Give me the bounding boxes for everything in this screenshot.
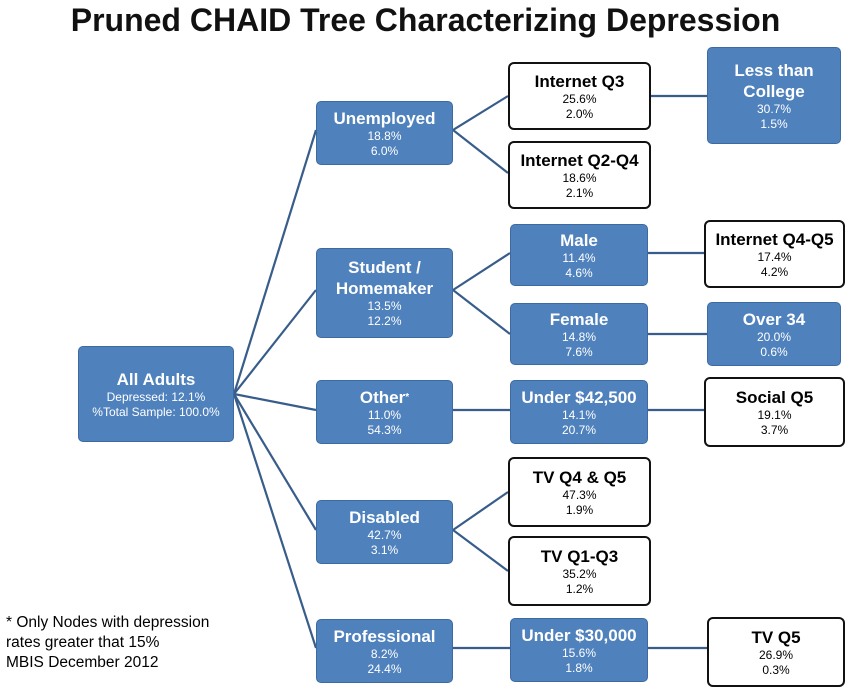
node-depressed-rate: Depressed: 12.1%: [106, 389, 206, 404]
node-disabled: Disabled 42.7% 3.1%: [316, 500, 453, 564]
node-label: All Adults: [116, 369, 196, 389]
node-professional: Professional 8.2% 24.4%: [316, 619, 453, 683]
node-label-line2: Homemaker: [335, 279, 434, 298]
node-sample-share: 4.2%: [760, 264, 789, 279]
node-under-30000: Under $30,000 15.6% 1.8%: [510, 618, 648, 682]
node-depressed-rate: 13.5%: [367, 299, 402, 313]
node-internet-q4-q5: Internet Q4-Q5 17.4% 4.2%: [704, 220, 845, 288]
edge-unemployed-iq3: [452, 95, 509, 131]
edge-root-unemployed: [232, 129, 318, 395]
node-label: Less than: [734, 60, 814, 80]
node-sample-share: 20.7%: [561, 422, 597, 437]
node-depressed-rate: 30.7%: [756, 101, 792, 116]
node-label: Internet Q4-Q5: [715, 229, 834, 249]
node-depressed-rate: 17.4%: [757, 249, 792, 264]
footnote-source: MBIS December 2012: [6, 654, 159, 671]
node-label: Social Q5: [735, 387, 814, 407]
edge-unemployed-iq24: [452, 129, 509, 174]
node-tv-q5: TV Q5 26.9% 0.3%: [707, 617, 845, 687]
node-male: Male 11.4% 4.6%: [510, 224, 648, 286]
edge-student-male: [452, 252, 511, 291]
node-sample-share: 6.0%: [370, 143, 399, 158]
node-sample-share: 54.3%: [367, 422, 402, 437]
node-over-34: Over 34 20.0% 0.6%: [707, 302, 841, 366]
edge-disabled-tv13: [452, 529, 509, 572]
node-sample-share: 4.6%: [565, 265, 593, 280]
footnote-line: * Only Nodes with depression: [6, 614, 210, 631]
node-tv-q1-q3: TV Q1-Q3 35.2% 1.2%: [508, 536, 651, 606]
edge-root-disabled: [233, 393, 317, 531]
node-depressed-rate: 15.6%: [561, 645, 597, 660]
node-label: TV Q4 & Q5: [532, 467, 627, 487]
node-sample-share: 1.8%: [565, 660, 593, 675]
footnote-marker: *: [405, 391, 410, 403]
node-label: TV Q1-Q3: [540, 546, 619, 566]
edge-student-female: [452, 289, 511, 335]
node-sample-share: 1.5%: [760, 116, 788, 131]
node-label: TV Q5: [751, 627, 801, 647]
footnote: * Only Nodes with depression rates great…: [6, 613, 256, 673]
node-depressed-rate: 35.2%: [562, 566, 597, 581]
edge-root-student: [233, 289, 317, 395]
node-depressed-rate: 26.9%: [758, 647, 794, 662]
node-label: Other: [359, 387, 406, 407]
node-label: Unemployed: [333, 108, 436, 128]
node-label: Under $42,500: [521, 387, 637, 407]
node-depressed-rate: 42.7%: [367, 527, 402, 542]
edge-disabled-tv45: [452, 491, 509, 531]
node-sample-share: 24.4%: [367, 661, 402, 676]
node-sample-share: 1.2%: [565, 581, 594, 596]
node-sample-share: 3.1%: [370, 542, 399, 557]
node-label: Student /: [348, 258, 421, 277]
node-social-q5: Social Q5 19.1% 3.7%: [704, 377, 845, 447]
node-depressed-rate: 11.0%: [367, 407, 402, 422]
node-under-42500: Under $42,500 14.1% 20.7%: [510, 380, 648, 444]
node-sample-share: 12.2%: [367, 314, 402, 328]
node-internet-q2-q4: Internet Q2-Q4 18.6% 2.1%: [508, 141, 651, 209]
node-sample-share: 0.3%: [762, 662, 790, 677]
node-internet-q3: Internet Q3 25.6% 2.0%: [508, 62, 651, 130]
node-label: Over 34: [742, 309, 806, 329]
node-sample-share: 0.6%: [760, 344, 788, 359]
node-other: Other* 11.0% 54.3%: [316, 380, 453, 444]
node-label: Professional: [333, 626, 436, 646]
node-depressed-rate: 18.6%: [562, 170, 597, 185]
edge-root-professional: [232, 393, 318, 649]
node-sample-share: 3.7%: [760, 422, 789, 437]
node-depressed-rate: 18.8%: [367, 128, 402, 143]
node-depressed-rate: 47.3%: [562, 487, 597, 502]
node-label: Internet Q2-Q4: [520, 150, 639, 170]
node-depressed-rate: 14.1%: [561, 407, 597, 422]
node-label: Internet Q3: [534, 71, 625, 91]
node-label-line2: College: [743, 81, 805, 101]
node-sample-share: 2.0%: [565, 106, 594, 121]
node-depressed-rate: 20.0%: [756, 329, 792, 344]
footnote-line: rates greater that 15%: [6, 634, 160, 651]
node-sample-share: 7.6%: [565, 344, 593, 359]
node-label: Disabled: [349, 507, 420, 527]
node-sample-share: 2.1%: [565, 185, 594, 200]
node-label: Under $30,000: [521, 625, 637, 645]
node-depressed-rate: 11.4%: [562, 250, 596, 265]
node-female: Female 14.8% 7.6%: [510, 303, 648, 365]
node-label-wrap: Other*: [360, 387, 409, 408]
node-tv-q4-q5: TV Q4 & Q5 47.3% 1.9%: [508, 457, 651, 527]
node-student-homemaker: Student / Homemaker 13.5% 12.2%: [316, 248, 453, 338]
node-depressed-rate: 14.8%: [561, 329, 597, 344]
node-label: Female: [549, 309, 609, 329]
node-label: Male: [560, 230, 598, 250]
node-depressed-rate: 8.2%: [370, 646, 399, 661]
node-less-than-college: Less than College 30.7% 1.5%: [707, 47, 841, 144]
node-sample-share: %Total Sample: 100.0%: [92, 404, 220, 419]
node-all-adults: All Adults Depressed: 12.1% %Total Sampl…: [78, 346, 234, 442]
node-depressed-rate: 19.1%: [757, 407, 792, 422]
node-sample-share: 1.9%: [565, 502, 594, 517]
edge-root-other: [233, 392, 317, 412]
node-unemployed: Unemployed 18.8% 6.0%: [316, 101, 453, 165]
node-depressed-rate: 25.6%: [562, 91, 597, 106]
diagram-title: Pruned CHAID Tree Characterizing Depress…: [70, 2, 781, 38]
